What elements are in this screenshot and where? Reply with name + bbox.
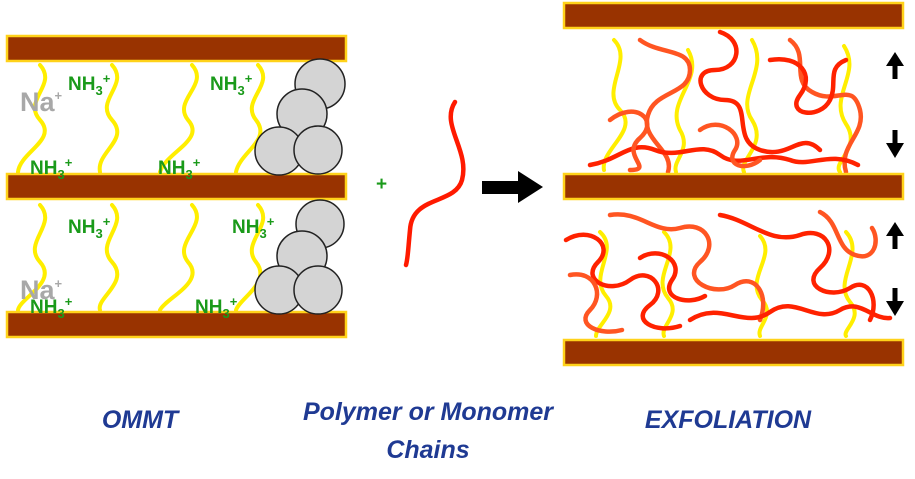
amine-labels: NH3+ NH3+ NH3+ NH3+ NH3+ NH3+ NH3+ NH3+	[30, 71, 275, 321]
right-arrow-icon	[482, 171, 543, 203]
polymer-chain-single	[403, 99, 466, 268]
surfactant-chains-lower	[16, 203, 266, 312]
sodium-ion-label: Na+	[20, 275, 63, 305]
clay-layer-middle	[562, 172, 905, 201]
surfactant-chain	[660, 230, 675, 338]
surfactant-chain	[97, 203, 120, 312]
polymer-chain	[817, 209, 878, 259]
surfactant-chain	[741, 38, 760, 174]
amine-label: NH3+	[232, 214, 275, 241]
caption-polymer-line2: Chains	[386, 436, 469, 464]
amine-label: NH3+	[30, 155, 73, 182]
caption-ommt: OMMT	[102, 406, 181, 434]
surfactant-chain	[97, 63, 120, 174]
polymer-chains-upper	[587, 29, 864, 175]
down-arrow-icon	[886, 288, 904, 316]
particle-cluster-upper	[254, 58, 346, 176]
amine-label: NH3+	[210, 71, 253, 98]
clay-layer-top	[5, 34, 348, 63]
clay-layer-top	[562, 1, 905, 30]
polymer-chain	[717, 212, 876, 323]
polymer-chain	[687, 304, 893, 323]
amine-label: NH3+	[158, 155, 201, 182]
amine-label: NH3+	[195, 294, 238, 321]
amine-label: NH3+	[30, 294, 73, 321]
clay-layer-middle	[5, 172, 348, 201]
polymer-chain	[607, 212, 766, 323]
surfactant-chain	[594, 230, 613, 338]
polymer-chain	[567, 272, 625, 334]
polymer-chain	[697, 122, 763, 169]
up-arrow-icon	[886, 222, 904, 249]
polymer-chain	[607, 109, 650, 173]
caption-polymer-line1: Polymer or Monomer	[303, 398, 554, 426]
clay-layer-bottom	[5, 310, 348, 339]
polymer-chain	[698, 29, 823, 155]
clay-layer-bottom	[562, 338, 905, 367]
surfactant-chain	[158, 203, 199, 312]
exfoliated-structure	[562, 1, 905, 367]
surfactant-chain	[842, 230, 857, 338]
ommt-structure: Na+ Na+ NH3+ NH3+ NH3+ NH3+ NH3+ NH3+ NH…	[5, 34, 348, 339]
caption-exfoliation: EXFOLIATION	[645, 406, 812, 434]
surfactant-chains-upper	[16, 63, 266, 174]
surfactant-chain	[234, 203, 266, 312]
polymer-chain	[637, 37, 693, 175]
down-arrow-icon	[886, 130, 904, 158]
polymer-chain	[587, 145, 861, 168]
up-arrow-icon	[886, 52, 904, 79]
particle-cluster-lower	[254, 199, 345, 315]
surfactant-chain	[16, 63, 48, 174]
polymer-chains-lower	[563, 209, 893, 334]
particle	[293, 265, 343, 315]
particle	[293, 125, 343, 175]
amine-label: NH3+	[68, 214, 111, 241]
polymer-chain	[563, 232, 683, 331]
surfactant-chain	[234, 63, 266, 174]
plus-sign: +	[376, 174, 387, 195]
surfactant-chain	[158, 63, 199, 174]
surfactant-chain	[16, 203, 48, 312]
amine-label: NH3+	[68, 71, 111, 98]
polymer-chain	[767, 56, 849, 115]
polymer-chain	[637, 251, 708, 303]
sodium-ion-label: Na+	[20, 87, 63, 117]
surfactant-chain	[601, 38, 628, 172]
